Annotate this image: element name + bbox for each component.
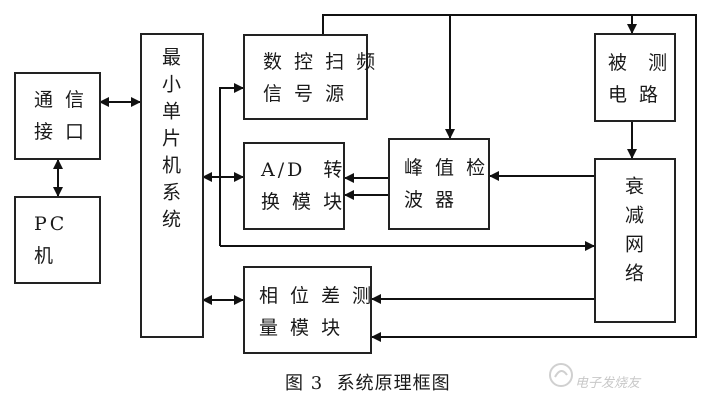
figure-caption: 图 3 系统原理框图 bbox=[285, 373, 451, 394]
peak-label-2: 波 器 bbox=[404, 189, 458, 211]
comm-label-2: 接 口 bbox=[34, 121, 88, 143]
link-mcu-dds bbox=[219, 83, 244, 246]
peak-label-1: 峰 值 检 bbox=[404, 157, 489, 179]
block-peak-detector: 峰 值 检 波 器 bbox=[388, 138, 490, 230]
dds-label-2: 信 号 源 bbox=[263, 83, 348, 105]
atten-label: 衰减网络 bbox=[622, 176, 644, 292]
block-adc: A/D 转 换 模 块 bbox=[243, 142, 345, 230]
adc-label-1: A/D 转 bbox=[261, 159, 346, 181]
block-dut-circuit: 被 测 电 路 bbox=[594, 33, 676, 122]
mcu-label: 最小单片机系统 bbox=[159, 47, 181, 236]
phase-label-2: 量 模 块 bbox=[259, 317, 344, 339]
dut-label-1: 被 测 bbox=[608, 52, 671, 74]
dds-label-1: 数 控 扫 频 bbox=[263, 51, 379, 73]
block-attenuator: 衰减网络 bbox=[594, 158, 676, 323]
pc-label-2: 机 bbox=[34, 245, 57, 267]
block-phase-measure: 相 位 差 测 量 模 块 bbox=[243, 266, 372, 354]
block-mcu-system: 最小单片机系统 bbox=[140, 33, 204, 338]
watermark-logo-icon bbox=[549, 363, 573, 387]
block-dds-source: 数 控 扫 频 信 号 源 bbox=[243, 34, 375, 120]
block-comm-interface: 通 信 接 口 bbox=[14, 72, 101, 160]
adc-label-2: 换 模 块 bbox=[261, 191, 346, 213]
block-pc: PC 机 bbox=[14, 196, 101, 284]
link-rightloop-phase bbox=[371, 14, 697, 342]
link-dds-topbus bbox=[322, 14, 637, 34]
comm-label-1: 通 信 bbox=[34, 89, 88, 111]
phase-label-1: 相 位 差 测 bbox=[259, 285, 375, 307]
pc-label-1: PC bbox=[34, 213, 68, 235]
watermark-text: 电子发烧友 bbox=[575, 376, 641, 391]
dut-label-2: 电 路 bbox=[608, 84, 662, 106]
